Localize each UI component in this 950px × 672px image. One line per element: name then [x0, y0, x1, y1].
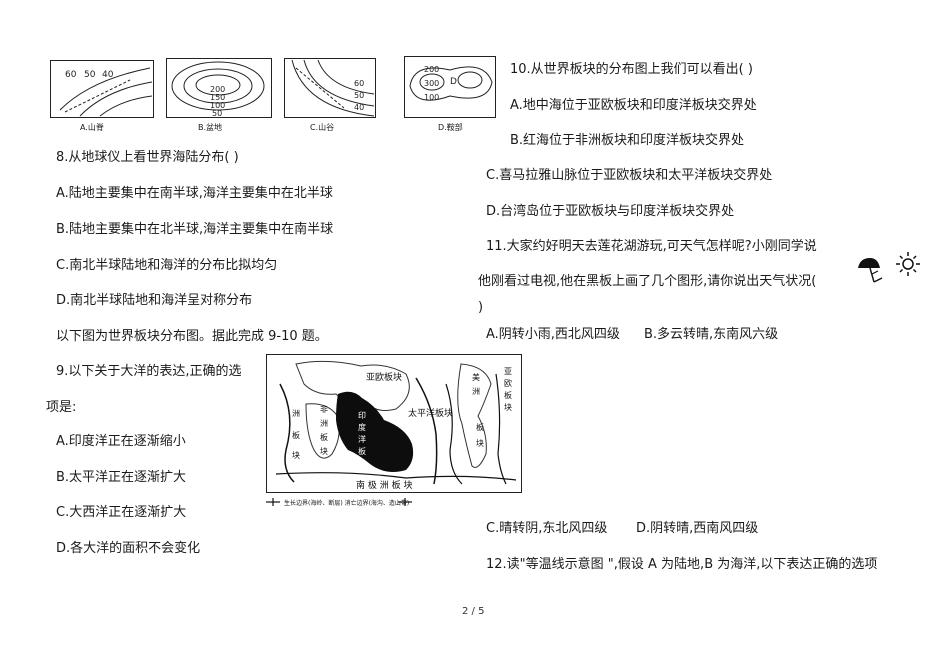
question-12: 12.读"等温线示意图 ",假设 A 为陆地,B 为海洋,以下表达正确的选项 — [486, 557, 878, 572]
q8-option-b: B.陆地主要集中在北半球,海洋主要集中在南半球 — [56, 222, 334, 237]
indian-plate-char: 印 — [358, 411, 366, 420]
q8-option-a: A.陆地主要集中在南半球,海洋主要集中在北半球 — [56, 186, 333, 201]
contour-label: 50 — [212, 109, 222, 118]
q9-option-d: D.各大洋的面积不会变化 — [56, 541, 201, 556]
antarctic-plate-label: 南 极 洲 板 块 — [356, 479, 412, 491]
q10-option-c: C.喜马拉雅山脉位于亚欧板块和太平洋板块交界处 — [486, 168, 773, 183]
map-intro: 以下图为世界板块分布图。据此完成 9-10 题。 — [56, 329, 328, 344]
contour-figure-ridge: 60 50 40 A.山脊 — [50, 60, 154, 132]
weather-symbols — [856, 248, 920, 288]
question-10: 10.从世界板块的分布图上我们可以看出( ) — [510, 62, 753, 77]
world-plate-map: 亚欧板块 太平洋板块 非 洲 板 块 洲 板 块 美 洲 板 块 亚 欧 板 块… — [266, 354, 522, 510]
page-number: 2 / 5 — [462, 606, 485, 617]
q9-option-a: A.印度洋正在逐渐缩小 — [56, 434, 186, 449]
indian-plate-char: 度 — [358, 422, 366, 432]
figure-caption: D.鞍部 — [438, 123, 463, 132]
contour-label: 60 — [354, 79, 364, 88]
question-9-cont: 项是: — [46, 400, 77, 415]
cloud-flag-icon — [858, 258, 883, 283]
indian-plate-char: 洋 — [358, 434, 366, 444]
q8-option-d: D.南北半球陆地和海洋呈对称分布 — [56, 293, 253, 308]
left-plate-char: 板 — [292, 430, 300, 440]
question-11-cont2: ) — [478, 300, 484, 315]
far-plate-char: 欧 — [504, 378, 512, 388]
question-11-cont: 他刚看过电视,他在黑板上画了几个图形,请你说出天气状况( — [478, 274, 817, 289]
q8-option-c: C.南北半球陆地和海洋的分布比拟均匀 — [56, 258, 278, 273]
contour-label: 200 — [424, 65, 439, 74]
contour-figure-basin: 200 150 100 50 B.盆地 — [166, 58, 272, 132]
q10-option-d: D.台湾岛位于亚欧板块与印度洋板块交界处 — [486, 204, 735, 219]
contour-figure-valley: 60 50 40 C.山谷 — [284, 58, 376, 132]
map-legend: 生长边界(海岭、断层) 消亡边界(海沟、造山带) — [284, 499, 409, 507]
left-plate-char: 块 — [292, 450, 300, 460]
african-plate-char: 块 — [320, 446, 328, 456]
pacific-plate-label: 太平洋板块 — [408, 407, 453, 419]
q11-option-d: D.阴转晴,西南风四级 — [636, 521, 759, 536]
contour-label: 50 — [84, 70, 96, 80]
q9-option-c: C.大西洋正在逐渐扩大 — [56, 505, 187, 520]
question-9: 9.以下关于大洋的表达,正确的选 — [56, 364, 242, 379]
contour-label: 40 — [354, 103, 364, 112]
contour-label: 300 — [424, 79, 439, 88]
figure-caption: A.山脊 — [80, 123, 104, 132]
contour-label: 40 — [102, 70, 114, 80]
americas-plate-char: 块 — [476, 438, 484, 448]
left-plate-char: 洲 — [292, 409, 300, 418]
contour-label: 150 — [210, 93, 225, 102]
contour-label: D — [450, 77, 457, 87]
figure-caption: C.山谷 — [310, 123, 335, 132]
far-plate-char: 板 — [504, 390, 512, 400]
indian-plate-char: 块 — [358, 458, 366, 468]
african-plate-char: 板 — [320, 432, 328, 442]
contour-label: 50 — [354, 91, 364, 100]
far-plate-char: 块 — [504, 402, 512, 412]
q10-option-a: A.地中海位于亚欧板块和印度洋板块交界处 — [510, 98, 757, 113]
eurasian-plate-label: 亚欧板块 — [366, 371, 402, 383]
q9-option-b: B.太平洋正在逐渐扩大 — [56, 470, 187, 485]
far-plate-char: 亚 — [504, 367, 512, 376]
contour-figure-saddle: 200 300 100 D D.鞍部 — [404, 56, 496, 132]
americas-plate-char: 洲 — [472, 387, 480, 396]
question-8: 8.从地球仪上看世界海陆分布( ) — [56, 150, 239, 165]
contour-label: 100 — [424, 93, 439, 102]
americas-plate-char: 板 — [476, 422, 484, 432]
african-plate-char: 非 — [320, 404, 328, 414]
americas-plate-char: 美 — [472, 372, 480, 382]
indian-plate-char: 板 — [358, 446, 366, 456]
q10-option-b: B.红海位于非洲板块和印度洋板块交界处 — [510, 133, 745, 148]
figure-caption: B.盆地 — [198, 123, 223, 132]
contour-label: 200 — [210, 85, 225, 94]
contour-label: 100 — [210, 101, 225, 110]
q11-option-c: C.晴转阴,东北风四级 — [486, 521, 608, 536]
african-plate-char: 洲 — [320, 419, 328, 428]
contour-label: 60 — [65, 70, 77, 80]
q11-option-a: A.阴转小雨,西北风四级 — [486, 327, 620, 342]
sun-icon — [896, 252, 920, 276]
question-11: 11.大家约好明天去莲花湖游玩,可天气怎样呢?小刚同学说 — [486, 239, 817, 254]
q11-option-b: B.多云转晴,东南风六级 — [644, 327, 779, 342]
